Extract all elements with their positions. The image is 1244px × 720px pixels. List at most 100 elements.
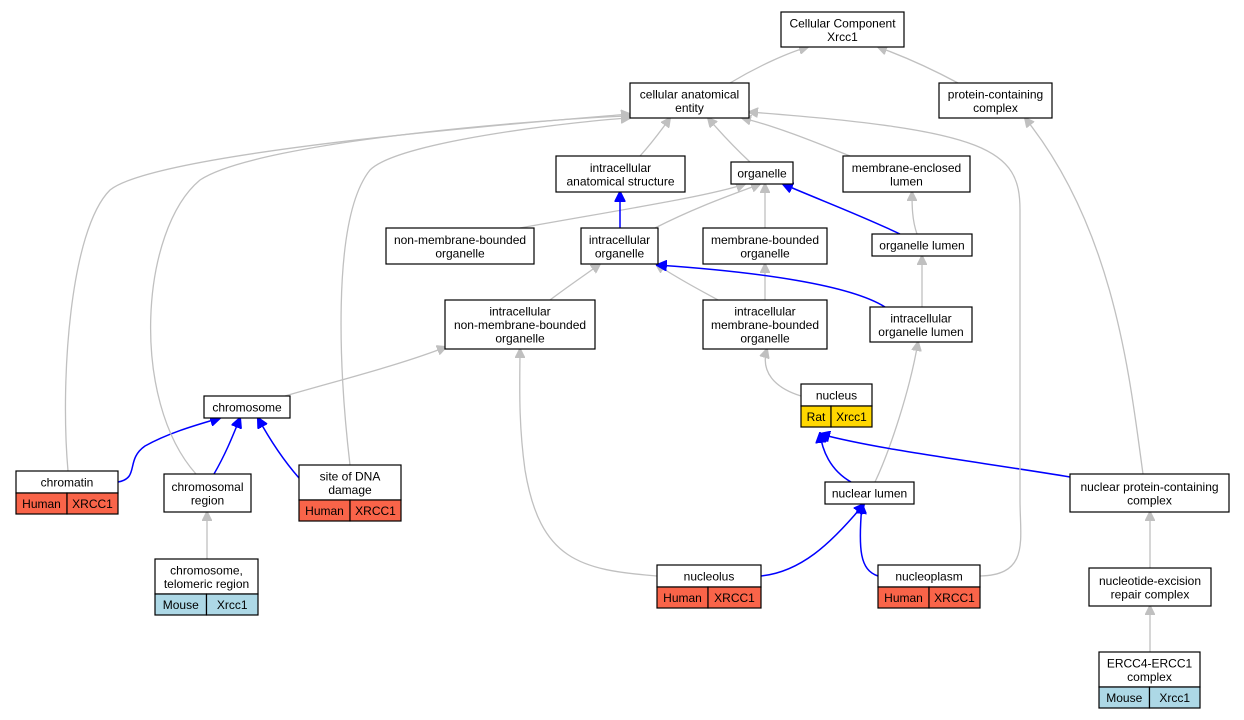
gene-cell-bg [349,499,402,522]
node-label: organelle [595,246,645,260]
edge-nucleolus-to-nl [760,504,864,577]
edge-sdd-to-chromosome [258,418,300,479]
gene-cell-bg [830,405,873,428]
edge-nl-to-iol [874,342,918,483]
edge-nucleus-to-imbo [765,349,802,397]
node-label: nuclear protein-containing [1080,480,1218,494]
edge-ol-to-organelle [783,184,901,235]
node-label: repair complex [1111,587,1190,601]
node-box [154,558,259,595]
node-box [163,473,252,513]
node-label: nucleotide-excision [1099,574,1201,588]
node-box [938,82,1053,119]
edge-inmbo-to-io [549,264,600,301]
node-box [702,227,828,265]
species-cell: Human [884,591,923,605]
node-box [780,11,905,48]
node-label: chromosomal [171,480,243,494]
node-label: organelle [740,332,790,346]
node-label: nucleoplasm [895,570,962,584]
node-box [580,227,659,265]
node-label: region [191,493,224,507]
edge-iol-to-io [657,265,886,308]
node-label: complex [973,101,1018,115]
node-ol[interactable]: organelle lumen [871,233,973,257]
gene-cell-bg [707,586,762,609]
edge-chromreg-to-cae [149,116,630,475]
node-nl[interactable]: nuclear lumen [824,481,915,505]
node-label: complex [1127,493,1172,507]
node-box [298,464,402,501]
node-box [1088,567,1212,607]
edge-chromatin-to-chromosome [117,418,220,483]
node-box [871,233,973,257]
node-box [1098,651,1201,688]
node-label: chromosome, [170,563,243,577]
edge-chromosome-to-inmbo [284,347,446,397]
node-chromosome[interactable]: chromosome [203,395,291,419]
node-label: membrane-bounded [711,233,819,247]
node-label: organelle lumen [879,239,964,253]
gene-cell-bg [928,586,981,609]
node-label: organelle [737,167,787,181]
node-box [869,306,973,343]
node-label: complex [1127,670,1172,684]
edge-nucleolus-to-inmbo [520,349,658,577]
gene-cell: XRCC1 [934,591,975,605]
node-label: protein-containing [948,87,1043,101]
edge-io-to-organelle [654,184,760,229]
gene-cell-bg [205,593,259,616]
node-label: membrane-bounded [711,318,819,332]
edge-organelle-to-cae [708,118,751,163]
node-label: organelle [495,332,545,346]
node-inmbo[interactable]: intracellularnon-membrane-boundedorganel… [444,299,596,350]
node-box [1069,473,1230,513]
node-label: damage [328,483,372,497]
gene-cell-bg [66,492,119,515]
node-label: chromatin [41,476,94,490]
gene-cell: XRCC1 [714,591,755,605]
node-label: anatomical structure [566,174,674,188]
edge-ias-to-cae [639,118,670,157]
edge-chromatin-to-cae [64,114,630,472]
node-label: nuclear lumen [832,487,907,501]
node-label: nucleolus [684,570,735,584]
node-label: intracellular [734,305,795,319]
node-label: intracellular [890,311,951,325]
node-organelle[interactable]: organelle [730,161,794,185]
node-label: cellular anatomical [640,87,739,101]
node-label: intracellular [589,233,650,247]
edge-mel-to-cae [742,118,851,157]
node-label: Cellular Component [789,16,896,30]
node-box [203,395,291,419]
gene-cell: Xrcc1 [1159,691,1190,705]
edge-pcc-to-root [878,47,959,84]
gene-cell: Xrcc1 [217,598,248,612]
node-label: chromosome [212,401,282,415]
node-box [702,299,828,350]
node-label: site of DNA [320,469,381,483]
node-label: lumen [890,174,923,188]
